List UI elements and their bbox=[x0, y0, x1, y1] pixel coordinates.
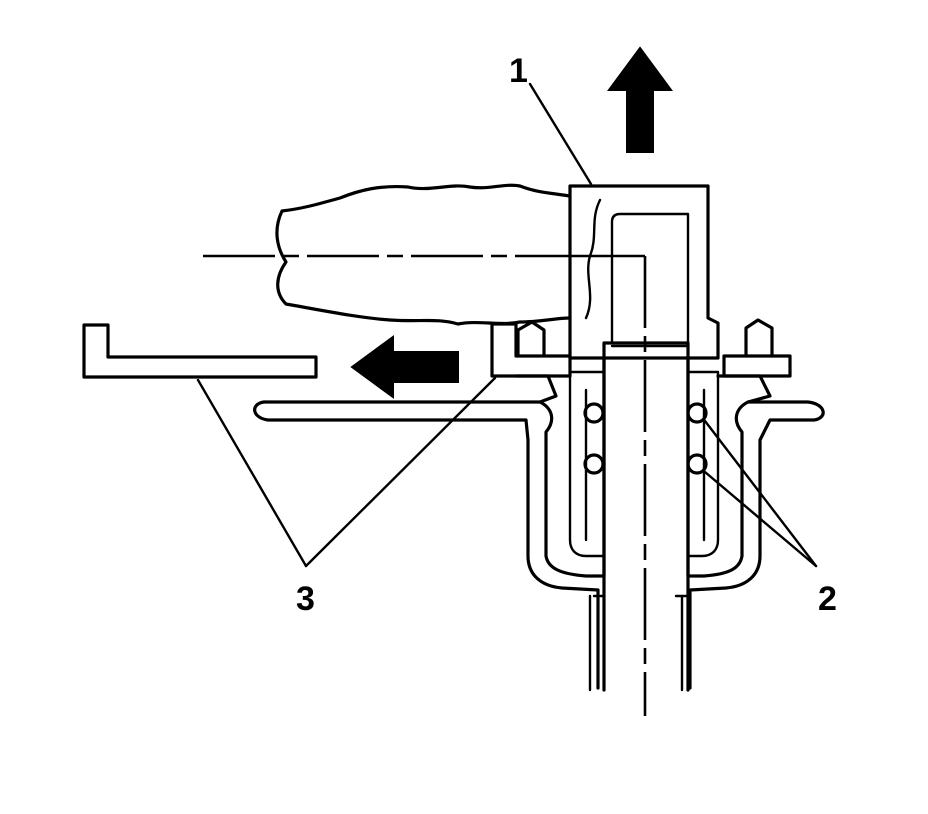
spring-clip-removed bbox=[82, 323, 318, 379]
leader-line-2a bbox=[703, 419, 818, 568]
nut-right bbox=[722, 354, 792, 378]
callout-2: 2 bbox=[818, 580, 837, 618]
callout-1: 1 bbox=[509, 52, 528, 90]
inner-sleeve-left bbox=[568, 370, 606, 558]
o-ring bbox=[583, 453, 605, 475]
leader-line-3a bbox=[196, 378, 308, 568]
valve-housing bbox=[262, 356, 825, 690]
leader-line-1 bbox=[528, 82, 593, 186]
valve-housing-left-lower bbox=[253, 400, 600, 690]
bolt-left bbox=[516, 320, 546, 358]
o-ring bbox=[583, 402, 605, 424]
inner-sleeve-right bbox=[686, 370, 720, 558]
valve-housing-flange-left bbox=[514, 374, 558, 404]
left-arrow-icon bbox=[350, 335, 459, 399]
shaft-inner-bend bbox=[610, 212, 690, 345]
up-arrow-icon bbox=[607, 46, 673, 153]
sleeve-detail-right bbox=[674, 388, 706, 692]
valve-housing-flange-right bbox=[716, 374, 772, 404]
callout-3: 3 bbox=[296, 580, 315, 618]
o-ring bbox=[686, 402, 708, 424]
leader-line-3b bbox=[304, 376, 497, 568]
tool-head-break-line bbox=[584, 198, 602, 320]
bolt-right bbox=[744, 318, 774, 358]
tool-head bbox=[568, 184, 720, 360]
o-ring bbox=[686, 453, 708, 475]
sleeve-detail-left bbox=[584, 388, 606, 692]
leader-line-2b bbox=[703, 470, 818, 568]
tool-handle bbox=[275, 183, 572, 326]
spring-clip-installed bbox=[490, 322, 572, 378]
